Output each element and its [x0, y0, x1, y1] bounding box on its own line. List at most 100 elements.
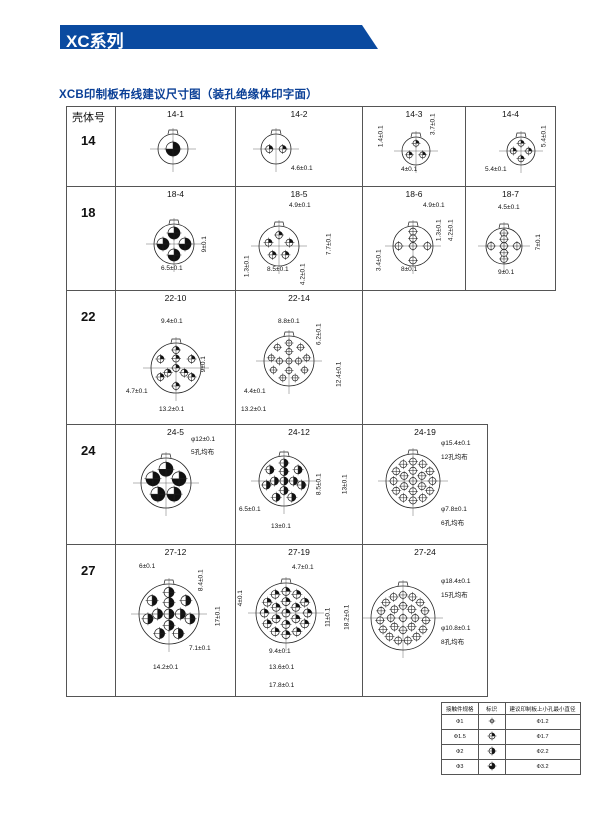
- legend-spec: Φ2: [441, 744, 479, 760]
- layout-id: 14-2: [290, 109, 308, 119]
- contact-pin: [166, 247, 182, 263]
- dimension-label: 1.3±0.1: [243, 255, 251, 278]
- dimension-label: 7.7±0.1: [325, 233, 333, 256]
- contact-pin: [299, 596, 311, 608]
- pin-symbol-icon: [477, 729, 506, 745]
- contact-pin: [186, 372, 197, 382]
- dimension-label: 1.4±0.1: [377, 125, 385, 148]
- contact-pin: [415, 597, 426, 608]
- contact-pin: [418, 150, 428, 160]
- contact-pin: [286, 491, 298, 503]
- layout-id: 24-19: [414, 427, 436, 437]
- contact-pin: [398, 589, 408, 600]
- contact-pin: [280, 249, 291, 260]
- contact-pin: [264, 144, 275, 154]
- contact-pin: [422, 241, 433, 251]
- contact-pin: [499, 234, 509, 245]
- contact-pin: [410, 613, 421, 623]
- contact-pin: [402, 635, 413, 646]
- dimension-label: 8孔均布: [441, 639, 465, 646]
- legend-row: Φ2 Φ2.2: [441, 744, 581, 760]
- contact-pin: [260, 479, 272, 491]
- connector-drawing: [251, 220, 307, 274]
- contact-pin: [280, 618, 292, 630]
- contact-pin: [274, 230, 284, 240]
- layout-id: 27-12: [164, 547, 187, 557]
- shell-size: 24: [81, 443, 96, 458]
- dimension-label: 9±0.1: [200, 236, 208, 253]
- dimension-label: 4.6±0.1: [291, 165, 313, 172]
- banner-shape: [60, 25, 378, 49]
- contact-pin: [162, 618, 176, 632]
- legend-hole: Φ3.2: [504, 759, 581, 775]
- contact-pin: [393, 241, 404, 251]
- contact-pin: [270, 491, 282, 503]
- shell-size-cell: 27: [66, 544, 116, 697]
- contact-pin: [280, 596, 292, 608]
- contact-pin: [524, 146, 534, 156]
- layout-cell-14-2: 14-2 4.6±0.1: [235, 106, 363, 187]
- layout-cell-14-1: 14-1: [115, 106, 236, 187]
- connector-drawing: [478, 222, 530, 272]
- pin-symbol-icon: [477, 744, 506, 760]
- contact-pin: [398, 600, 408, 611]
- contact-pin: [284, 338, 294, 348]
- dimension-label: 6±0.1: [139, 563, 156, 570]
- connector-drawing: [146, 218, 202, 272]
- contact-pin: [162, 367, 173, 378]
- dimension-label: 6.2±0.1: [315, 323, 323, 346]
- dimension-label: 9±0.1: [498, 269, 515, 276]
- contact-pin: [264, 464, 276, 476]
- dimension-label: 13±0.1: [341, 474, 349, 495]
- contact-pin: [399, 481, 410, 492]
- layout-id: 14-1: [166, 109, 184, 119]
- layout-id: 18-5: [290, 189, 308, 199]
- contact-pin: [417, 492, 428, 503]
- contact-pin: [398, 459, 409, 470]
- layout-id: 22-14: [288, 293, 310, 303]
- legend-hole: Φ2.2: [504, 744, 581, 760]
- layout-id: 14-4: [501, 109, 519, 119]
- contact-pin: [416, 481, 427, 492]
- contact-pin: [284, 366, 294, 375]
- pin-symbol-icon: [477, 759, 506, 775]
- connector-drawing: [133, 452, 199, 516]
- dimension-label: 5孔均布: [191, 449, 215, 456]
- dimension-label: 5.4±0.1: [485, 166, 507, 173]
- contact-pin: [376, 605, 387, 616]
- dimension-label: 4.9±0.1: [423, 202, 445, 209]
- contact-pin: [171, 363, 181, 373]
- legend-header-spec: 接触件规格: [441, 702, 479, 715]
- dimension-label: 12.4±0.1: [335, 361, 343, 387]
- contact-pin: [290, 601, 302, 613]
- contact-pin: [487, 746, 497, 756]
- layout-id: 18-4: [166, 189, 184, 199]
- contact-pin: [488, 717, 495, 725]
- shell-size: 18: [81, 205, 96, 220]
- contact-pin: [427, 476, 438, 486]
- contact-pin: [177, 236, 193, 252]
- contact-pin: [272, 342, 282, 352]
- contact-pin: [416, 470, 427, 481]
- dimension-label: 9.4±0.1: [269, 648, 291, 655]
- legend-hole: Φ1.7: [504, 729, 581, 745]
- dimension-label: 4.2±0.1: [299, 263, 307, 286]
- dimension-label: 7.1±0.1: [189, 645, 211, 652]
- contact-pin: [155, 236, 171, 252]
- contact-pin: [171, 353, 181, 364]
- connector-drawing: [253, 128, 299, 172]
- connector-drawing: [385, 220, 441, 274]
- dimension-label: 14.2±0.1: [153, 664, 179, 671]
- dimension-label: 8.8±0.1: [278, 318, 300, 325]
- shell-size: 14: [81, 133, 96, 148]
- contact-pin: [516, 138, 526, 148]
- dimension-label: 17±0.1: [214, 606, 222, 627]
- contact-pin: [144, 470, 162, 488]
- connector-drawing: [363, 580, 443, 658]
- connector-drawing: [499, 131, 543, 173]
